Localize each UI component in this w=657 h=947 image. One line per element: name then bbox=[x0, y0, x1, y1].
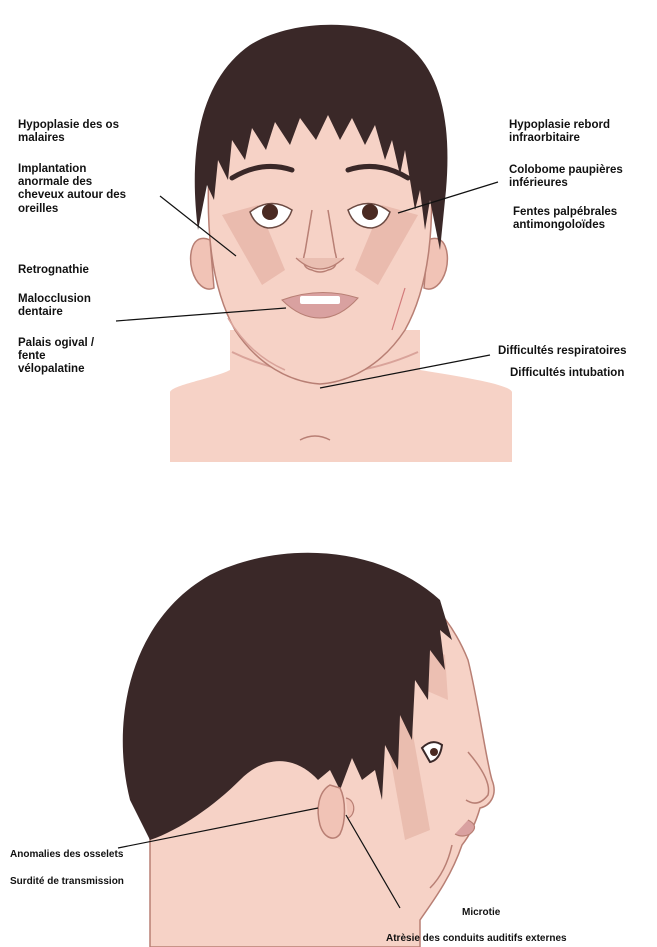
label-hair-implantation: Implantation anormale des cheveux autour… bbox=[18, 163, 126, 216]
label-malar-hypoplasia: Hypoplasie des os malaires bbox=[18, 119, 119, 145]
label-microtia: Microtie bbox=[462, 907, 500, 919]
label-respiratory-difficulty: Difficultés respiratoires bbox=[498, 345, 626, 358]
label-malocclusion: Malocclusion dentaire bbox=[18, 293, 91, 319]
side-microtic-ear bbox=[318, 785, 344, 838]
label-conductive-deafness: Surdité de transmission bbox=[10, 876, 124, 888]
label-canal-atresia: Atrèsie des conduits auditifs externes bbox=[386, 933, 567, 945]
label-intubation-difficulty: Difficultés intubation bbox=[510, 367, 624, 380]
side-iris bbox=[430, 748, 438, 756]
front-face-illustration bbox=[170, 25, 512, 462]
label-eyelid-coloboma: Colobome paupières inférieures bbox=[509, 164, 623, 190]
front-left-iris bbox=[262, 204, 278, 220]
label-palpebral-fissures: Fentes palpébrales antimongoloïdes bbox=[513, 206, 617, 232]
side-face-illustration bbox=[123, 553, 494, 947]
front-teeth bbox=[300, 296, 340, 304]
label-infraorbital-hypoplasia: Hypoplasie rebord infraorbitaire bbox=[509, 119, 610, 145]
label-palate: Palais ogival / fente vélopalatine bbox=[18, 337, 94, 377]
label-retrognathia: Retrognathie bbox=[18, 264, 89, 277]
label-ossicle-anomalies: Anomalies des osselets bbox=[10, 849, 123, 861]
front-right-iris bbox=[362, 204, 378, 220]
